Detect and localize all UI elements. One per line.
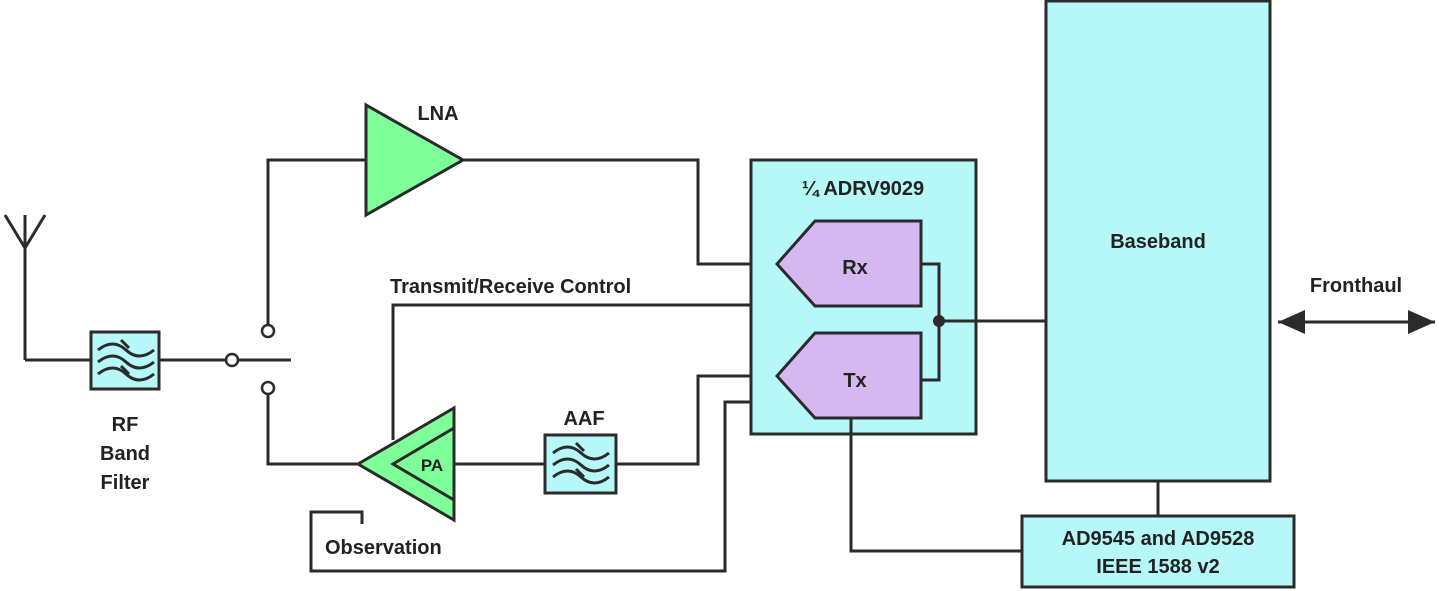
trx-control-label: Transmit/Receive Control [390,276,632,298]
rf-filter-label-line2: Band [100,443,150,465]
clock-chip-label-line2: IEEE 1588 v2 [1096,556,1219,578]
tx-to-clock-wire [849,418,1022,553]
pa-label: PA [421,456,443,475]
tx-label: Tx [843,370,866,392]
switch-to-pa-wire [266,394,358,466]
tx-converter [774,331,923,420]
bandpass-filter-icon [97,338,155,382]
lna-label: LNA [417,103,458,125]
clock-chip-block [1020,514,1296,589]
clock-chip-label-line1: AD9545 and AD9528 [1062,528,1255,550]
lna-amplifier [364,102,467,218]
rx-label: Rx [842,257,868,279]
aaf-filter-block [543,433,618,495]
bandpass-filter-icon [552,441,610,485]
aaf-label: AAF [563,408,604,430]
tx-to-aaf-wire [616,374,777,466]
switch-to-lna-wire [266,158,366,325]
observation-label: Observation [325,537,442,559]
baseband-label: Baseband [1110,231,1206,253]
rf-filter-label-line1: RF [112,414,139,436]
rf-band-filter-block [89,330,161,391]
lna-to-rx-wire [463,158,777,266]
antenna-icon [3,214,47,360]
fronthaul-label: Fronthaul [1310,275,1402,297]
adrv9029-label: ¼ ADRV9029 [802,178,924,200]
baseband-block [1044,0,1272,483]
rf-filter-label-line3: Filter [101,472,150,494]
observation-feedback-wire [309,400,796,573]
rf-switch-icon [224,323,291,396]
